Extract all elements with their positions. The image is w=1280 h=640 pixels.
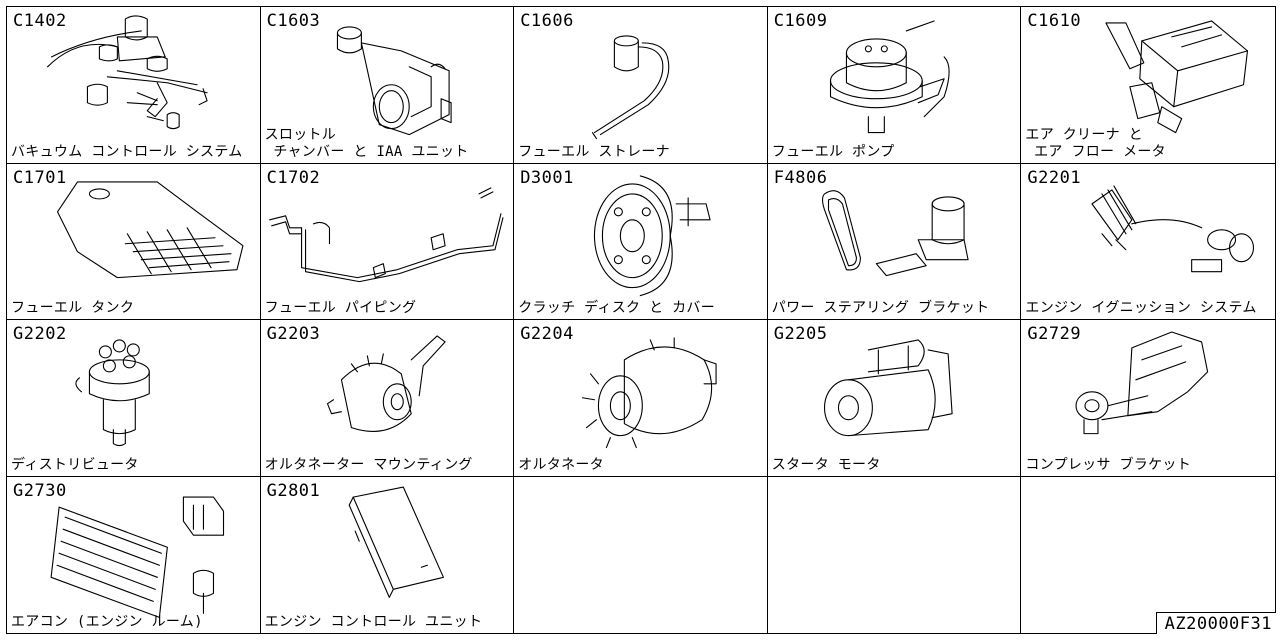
part-name: オルタネータ xyxy=(518,456,604,473)
catalog-cell-f4806[interactable]: F4806 パワー ステアリング ブラケット xyxy=(767,163,1022,320)
part-code: G2201 xyxy=(1027,167,1082,188)
part-code: C1609 xyxy=(773,11,828,31)
alternator-mounting-illustration xyxy=(326,335,446,432)
part-code: C1701 xyxy=(13,167,67,188)
part-name: エアコン (エンジン ルーム) xyxy=(11,614,203,630)
part-code: C1702 xyxy=(266,167,321,188)
distributor-illustration xyxy=(75,339,150,447)
part-name: クラッチ ディスク と カバー xyxy=(518,300,715,316)
part-name: フューエル ストレーナ xyxy=(518,143,670,160)
fuel-strainer-illustration xyxy=(592,35,670,140)
empty-cell xyxy=(514,476,768,633)
catalog-cell-g2203[interactable]: G2203 オルタネーター マウンティング xyxy=(260,320,515,477)
part-name: スタータ モータ xyxy=(771,456,881,473)
catalog-cell-g2730[interactable]: G2730 エアコン (エンジン ルーム) xyxy=(7,476,261,633)
catalog-cell-g2729[interactable]: G2729 コンプレッサ ブラケット xyxy=(1021,320,1275,477)
catalog-cell-g2204[interactable]: G2204 オルタネータ xyxy=(514,320,768,477)
fuel-piping-illustration xyxy=(268,186,504,282)
vacuum-system-illustration xyxy=(47,15,208,130)
catalog-cell-c1606[interactable]: C1606 フューエル ストレーナ xyxy=(514,7,768,164)
part-code: C1402 xyxy=(13,11,67,31)
catalog-cell-d3001[interactable]: D3001 クラッチ ディスク と カバー xyxy=(514,163,768,320)
catalog-cell-c1609[interactable]: C1609 フューエル ポンプ xyxy=(767,7,1022,164)
part-code: G2204 xyxy=(520,324,574,344)
catalog-cell-g2801[interactable]: G2801 エンジン コントロール ユニット xyxy=(261,476,515,633)
alternator-illustration xyxy=(582,337,717,449)
part-code: G2205 xyxy=(773,324,828,344)
air-cleaner-illustration xyxy=(1105,20,1249,134)
compressor-bracket-illustration xyxy=(1075,331,1209,435)
catalog-cell-c1610[interactable]: C1610 エア クリーナ と エア フロー メータ xyxy=(1021,7,1275,164)
part-name: スロットル チャンバー と IAA ユニット xyxy=(264,126,469,160)
catalog-cell-g2205[interactable]: G2205 スタータ モータ xyxy=(767,320,1022,477)
part-name: バキュウム コントロール システム xyxy=(11,143,243,160)
clutch-disc-cover-illustration xyxy=(594,174,711,296)
part-name: エンジン イグニッション システム xyxy=(1025,300,1257,316)
part-name: フューエル タンク xyxy=(11,300,135,316)
catalog-cell-c1701[interactable]: C1701 フューエル タンク xyxy=(7,163,261,320)
part-code: G2203 xyxy=(266,324,321,344)
throttle-chamber-illustration xyxy=(336,26,452,136)
part-code: G2801 xyxy=(266,480,321,501)
part-code: F4806 xyxy=(773,167,828,188)
part-name: コンプレッサ ブラケット xyxy=(1025,456,1191,473)
part-name: ディストリビュータ xyxy=(11,456,139,473)
power-steering-bracket-illustration xyxy=(821,189,969,276)
part-name: エンジン コントロール ユニット xyxy=(264,614,483,630)
catalog-cell-g2201[interactable]: G2201 エンジン イグニッション システム xyxy=(1021,164,1275,320)
ignition-system-illustration xyxy=(1091,184,1255,272)
part-name: オルタネーター マウンティング xyxy=(264,456,473,473)
catalog-cell-c1702[interactable]: C1702 フューエル パイピング xyxy=(260,163,515,320)
part-name: フューエル ポンプ xyxy=(771,143,895,160)
part-code: G2729 xyxy=(1027,324,1082,344)
engine-control-unit-illustration xyxy=(348,486,444,598)
fuel-tank-illustration xyxy=(56,180,244,278)
catalog-cell-c1402[interactable]: C1402 バキュウム コントロール システム xyxy=(7,7,261,164)
fuel-pump-illustration xyxy=(829,20,950,134)
part-name: エア クリーナ と エア フロー メータ xyxy=(1025,126,1166,160)
part-code: C1606 xyxy=(520,11,574,31)
document-reference: AZ20000F31 xyxy=(1155,612,1276,634)
part-name: パワー ステアリング ブラケット xyxy=(771,300,990,316)
air-conditioner-illustration xyxy=(50,496,225,618)
part-code: C1603 xyxy=(266,11,321,31)
catalog-cell-c1603[interactable]: C1603 スロットル チャンバー と IAA ユニット xyxy=(260,7,515,164)
part-code: G2730 xyxy=(13,480,67,501)
starter-motor-illustration xyxy=(823,339,953,437)
part-code: D3001 xyxy=(520,167,574,188)
part-code: C1610 xyxy=(1027,11,1082,31)
empty-cell xyxy=(1021,477,1275,634)
catalog-cell-g2202[interactable]: G2202 ディストリビュータ xyxy=(7,320,261,477)
empty-cell xyxy=(768,476,1022,633)
parts-catalog-grid: C1402 バキュウム コントロール システム C1603 スロットル xyxy=(6,6,1276,634)
part-code: G2202 xyxy=(13,324,67,344)
part-name: フューエル パイピング xyxy=(264,300,417,316)
